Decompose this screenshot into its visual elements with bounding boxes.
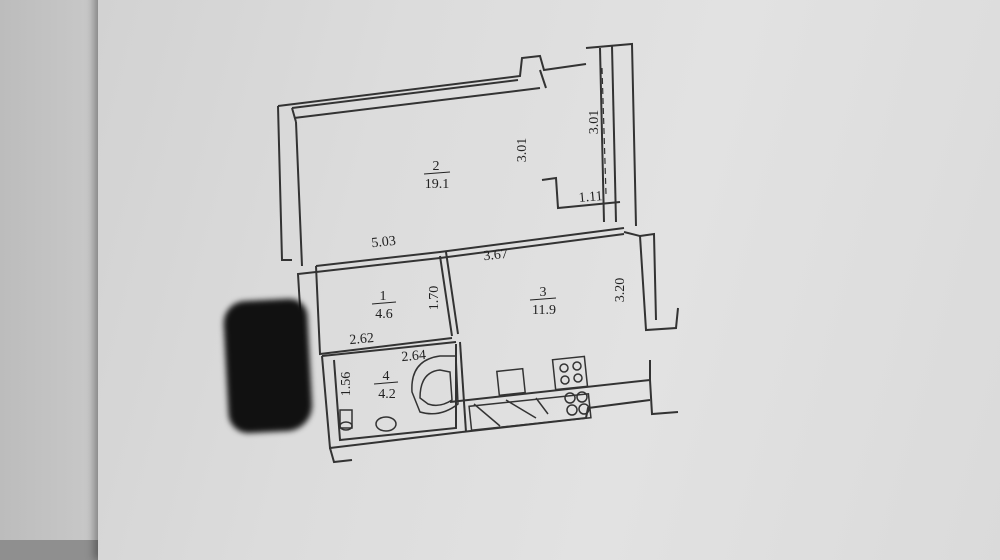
floor-plan: 148 2 19.1 1 4.6 3 11.9 4 4.2 5.03 3.01 …: [271, 42, 679, 464]
bathtub-icon: [411, 355, 459, 415]
room-4-label: 4 4.2: [373, 369, 399, 402]
stove-icon: [551, 355, 589, 391]
room-area: 4.2: [378, 387, 396, 402]
room-3-label: 3 11.9: [529, 285, 557, 318]
bathroom-fixtures: [339, 355, 459, 432]
burner-icon: [573, 373, 583, 383]
room-number: 4: [383, 369, 390, 384]
redaction-mark: [222, 297, 314, 435]
burner-icon: [560, 375, 570, 385]
dim-bath-width: 2.64: [401, 348, 427, 365]
dim-room1-width: 2.62: [349, 331, 375, 348]
counter-icon: [468, 392, 592, 432]
dim-room2-depth: 3.01: [515, 138, 530, 163]
document-sheet: [98, 0, 1000, 560]
dim-bath-depth: 1.56: [339, 372, 354, 397]
room-area: 11.9: [532, 303, 556, 318]
room-1-label: 1 4.6: [371, 289, 397, 322]
room-number: 3: [540, 285, 547, 300]
dim-room3-depth: 3.20: [613, 278, 628, 303]
dim-room3-width: 3.67: [483, 247, 509, 264]
balcony-edge: [601, 67, 607, 195]
dim-balcony-depth: 3.01: [587, 110, 602, 135]
underlying-sheet: [0, 0, 100, 540]
walls: [277, 42, 679, 464]
room-number: 1: [380, 289, 387, 304]
burner-icon: [572, 361, 582, 371]
burner-icon: [559, 363, 569, 373]
room-2-label: 2 19.1: [423, 159, 451, 192]
sink-icon: [495, 367, 527, 397]
toilet-icon: [339, 409, 353, 429]
kitchen-fixtures: [468, 355, 592, 432]
washbasin-icon: [375, 416, 397, 432]
room-area: 19.1: [425, 177, 450, 192]
dim-room2-width: 5.03: [371, 234, 397, 251]
room-number: 2: [433, 159, 440, 174]
dim-balcony-width: 1.11: [578, 189, 603, 206]
room-area: 4.6: [375, 307, 393, 322]
dim-room1-depth: 1.70: [427, 286, 442, 311]
